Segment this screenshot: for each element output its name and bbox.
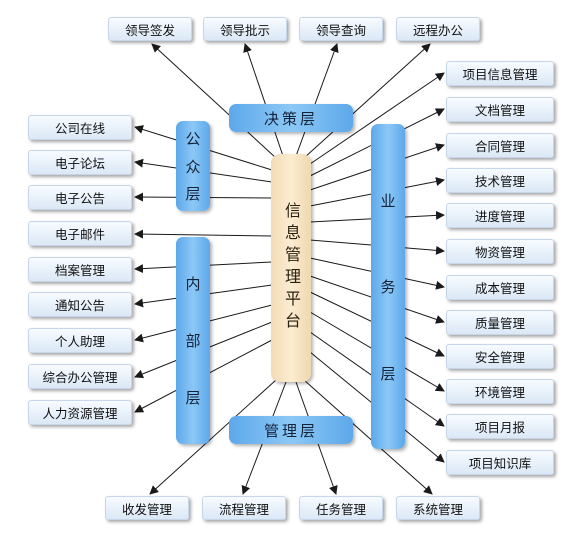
right-item[interactable]: 安全管理 [446,344,554,369]
left-item[interactable]: 电子公告 [28,185,132,210]
right-item[interactable]: 项目信息管理 [446,61,554,86]
top-item[interactable]: 领导查询 [299,17,383,41]
management-layer-bar: 管理层 [229,416,353,444]
left-item[interactable]: 个人助理 [28,328,132,353]
public-layer-char: 众 [185,157,201,176]
business-layer-char: 务 [380,278,396,296]
bottom-item[interactable]: 收发管理 [105,496,189,520]
public-layer-char: 公 [185,129,201,148]
connector-arrow [243,43,284,157]
connector-arrow [303,379,433,495]
left-item[interactable]: 人力资源管理 [28,400,132,425]
right-item[interactable]: 成本管理 [446,275,554,300]
bottom-item[interactable]: 流程管理 [202,496,286,520]
public-layer-char: 层 [185,185,201,204]
connector-arrow [149,379,277,495]
left-item[interactable]: 电子邮件 [28,221,132,246]
left-item[interactable]: 档案管理 [28,257,132,282]
left-item[interactable]: 公司在线 [28,115,132,140]
right-item[interactable]: 文档管理 [446,97,554,122]
top-item[interactable]: 领导批示 [203,17,287,41]
business-layer-char: 业 [380,191,396,210]
top-item[interactable]: 远程办公 [396,17,480,41]
connector-arrow [134,229,273,239]
right-item[interactable]: 合同管理 [446,133,554,158]
bottom-item[interactable]: 系统管理 [396,496,480,520]
left-item[interactable]: 电子论坛 [28,150,132,175]
center-platform: 信息管理平台 [271,154,311,382]
left-item[interactable]: 通知公告 [28,292,132,317]
business-layer-char: 层 [380,364,396,383]
right-item[interactable]: 项目月报 [446,414,554,439]
internal-layer-char: 内 [185,275,201,293]
business-layer-bar: 业 务 层 [371,124,405,449]
connector-arrow [151,43,277,159]
right-item[interactable]: 进度管理 [446,203,554,228]
right-item[interactable]: 物资管理 [446,239,554,264]
internal-layer-bar: 内 部 层 [176,237,210,444]
right-item[interactable]: 技术管理 [446,168,554,193]
right-item[interactable]: 质量管理 [446,310,554,335]
connector-arrow [303,43,431,159]
decision-layer-bar: 决策层 [229,104,353,132]
left-item[interactable]: 综合办公管理 [28,364,132,389]
public-layer-bar: 公 众 层 [176,121,210,211]
connector-arrow [309,72,445,165]
bottom-item[interactable]: 任务管理 [299,496,383,520]
connector-arrow [295,43,339,157]
right-item[interactable]: 环境管理 [446,379,554,404]
internal-layer-char: 部 [185,332,201,350]
right-item[interactable]: 项目知识库 [446,450,554,475]
top-item[interactable]: 领导签发 [108,17,192,41]
internal-layer-char: 层 [185,389,201,407]
